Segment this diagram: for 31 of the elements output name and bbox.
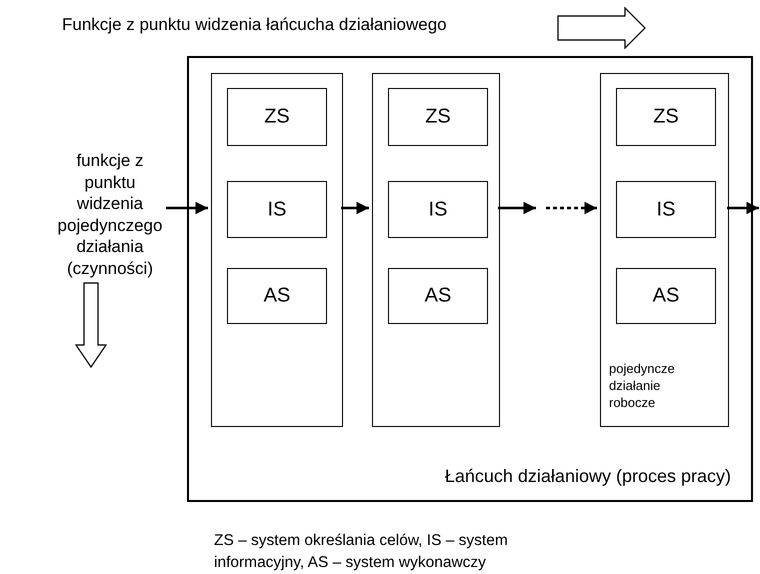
arrow	[166, 202, 208, 214]
subsystem-label: ZS	[652, 106, 680, 128]
caption: ZS – system określania celów, IS – system informacyjny, AS – system wykonawczy	[214, 531, 509, 573]
column-box	[600, 73, 729, 427]
subsystem-box	[227, 268, 327, 324]
column-box	[372, 73, 500, 427]
subsystem-box	[388, 181, 488, 238]
subsystem-label: ZS	[424, 106, 452, 128]
chain-label: Łańcuch działaniowy (proces pracy)	[444, 466, 731, 487]
subsystem-box	[388, 268, 488, 324]
activity-view-label: funkcje z punktu widzenia pojedynczego działania (czynności)	[55, 150, 165, 279]
subsystem-label: IS	[266, 198, 288, 221]
subsystem-label: IS	[656, 198, 676, 221]
column-box	[211, 73, 343, 427]
subsystem-label: IS	[428, 198, 448, 221]
subsystem-box	[616, 181, 716, 238]
arrow	[727, 202, 759, 214]
subsystem-label: ZS	[263, 106, 291, 128]
arrow	[341, 202, 369, 214]
subsystem-label: AS	[424, 284, 452, 308]
subsystem-label: AS	[652, 284, 680, 308]
subsystem-box	[227, 181, 327, 238]
arrow	[498, 202, 597, 214]
subsystem-box	[616, 88, 716, 146]
subsystem-label: AS	[262, 284, 292, 308]
subsystem-box	[388, 88, 488, 146]
subsystem-box	[616, 268, 716, 324]
subsystem-box	[227, 88, 327, 146]
column-label: pojedyncze działanie robocze	[609, 360, 676, 411]
chain-view-label: Funkcje z punktu widzenia łańcucha działaniowego	[62, 15, 447, 35]
chain-box	[187, 56, 753, 502]
